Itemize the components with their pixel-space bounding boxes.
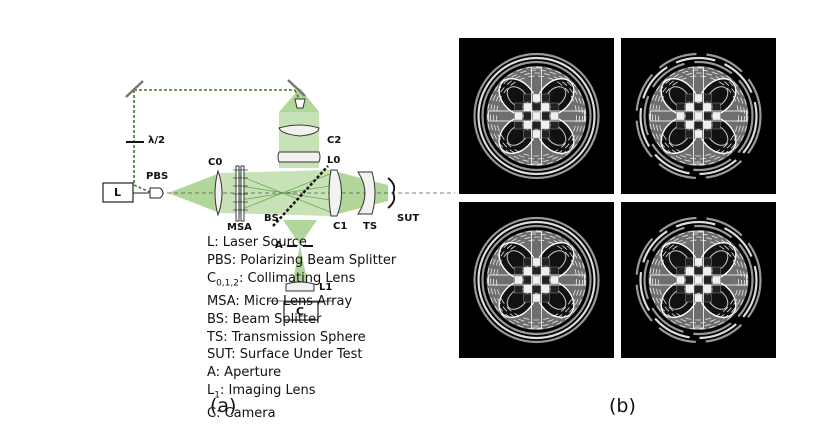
beam-lower-cone-2 bbox=[292, 245, 308, 285]
label-msa: MSA bbox=[227, 222, 252, 233]
legend-description: : Imaging Lens bbox=[219, 382, 316, 398]
legend-key: A bbox=[207, 365, 216, 381]
interferogram-pattern bbox=[473, 52, 600, 180]
optical-setup-diagram bbox=[102, 79, 455, 321]
legend-item: SUT: Surface Under Test bbox=[207, 346, 396, 364]
lens-c1 bbox=[328, 169, 342, 217]
mirror-left bbox=[125, 80, 144, 98]
legend-item: A: Aperture bbox=[207, 364, 396, 382]
interferogram-top-left bbox=[459, 38, 614, 194]
legend-description: : Surface Under Test bbox=[231, 347, 363, 363]
legend-key-subscript: 1 bbox=[214, 390, 220, 401]
legend-key: L bbox=[207, 235, 215, 250]
interferogram-bottom-right bbox=[621, 202, 776, 358]
legend-key: L bbox=[207, 382, 215, 398]
legend-description: : Micro Lens Array bbox=[235, 293, 353, 309]
legend-key: SUT bbox=[207, 347, 232, 363]
interferogram-pattern bbox=[635, 216, 762, 344]
legend-item: C: Camera bbox=[207, 405, 396, 423]
legend-key: PBS bbox=[207, 252, 232, 268]
legend-description: : Polarizing Beam Splitter bbox=[231, 252, 397, 268]
ray bbox=[239, 185, 331, 201]
legend-item: L: Laser Source bbox=[207, 234, 396, 252]
label-c2: C2 bbox=[327, 135, 342, 146]
label-camera: C bbox=[296, 305, 305, 318]
legend-item: L1: Imaging Lens bbox=[207, 382, 396, 405]
legend-description: : Aperture bbox=[215, 365, 282, 381]
lens-l1 bbox=[285, 281, 315, 292]
legend-key: C bbox=[207, 406, 217, 422]
pbs-element bbox=[149, 187, 164, 199]
caption-a: (a) bbox=[210, 395, 237, 417]
label-c0: C0 bbox=[208, 157, 223, 168]
label-aperture: A bbox=[275, 240, 283, 251]
legend-description: : Collimating Lens bbox=[238, 270, 356, 286]
legend-item: PBS: Polarizing Beam Splitter bbox=[207, 252, 396, 270]
label-laser: L bbox=[114, 186, 122, 199]
camera-box bbox=[283, 301, 319, 321]
legend-key: MSA bbox=[207, 293, 236, 309]
laser-path bbox=[133, 89, 455, 194]
label-l0: L0 bbox=[327, 155, 341, 166]
legend-item: TS: Transmission Sphere bbox=[207, 329, 396, 347]
legend-description: : Camera bbox=[216, 406, 276, 422]
label-ts: TS bbox=[363, 221, 378, 232]
lens-c2 bbox=[278, 124, 320, 137]
label-half-wave-plate: λ/2 bbox=[148, 135, 165, 146]
legend-description: : Beam Splitter bbox=[223, 311, 322, 327]
caption-b: (b) bbox=[609, 395, 636, 417]
legend-key: C bbox=[207, 270, 217, 286]
lens-c0 bbox=[214, 169, 223, 217]
label-c1: C1 bbox=[333, 221, 348, 232]
label-l1: L1 bbox=[319, 282, 333, 293]
legend-item: MSA: Micro Lens Array bbox=[207, 293, 396, 311]
legend-item: C0,1,2: Collimating Lens bbox=[207, 270, 396, 293]
interferogram-pattern bbox=[635, 52, 762, 180]
legend-key: TS bbox=[207, 329, 224, 345]
legend-key: BS bbox=[207, 311, 224, 327]
lens-top bbox=[294, 98, 306, 109]
legend-item: BS: Beam Splitter bbox=[207, 311, 396, 329]
micro-lens-array bbox=[233, 165, 248, 222]
legend-key-subscript: 0,1,2 bbox=[216, 278, 239, 289]
beam-pbs-to-c0 bbox=[168, 173, 220, 213]
legend-description: : Transmission Sphere bbox=[223, 329, 366, 345]
ray bbox=[239, 175, 331, 213]
label-bs: BS bbox=[264, 213, 279, 224]
mirror-right bbox=[287, 79, 306, 97]
legend-description: : Laser Source bbox=[214, 235, 307, 250]
beam-lower-cone bbox=[283, 220, 317, 245]
surface-under-test bbox=[387, 177, 396, 209]
interferogram-pattern bbox=[473, 216, 600, 344]
lens-l0 bbox=[277, 151, 321, 163]
label-pbs: PBS bbox=[146, 171, 169, 182]
interferogram-top-right bbox=[621, 38, 776, 194]
transmission-sphere bbox=[357, 171, 376, 215]
label-sut: SUT bbox=[397, 213, 420, 224]
interferogram-bottom-left bbox=[459, 202, 614, 358]
beam-splitter bbox=[272, 165, 329, 227]
